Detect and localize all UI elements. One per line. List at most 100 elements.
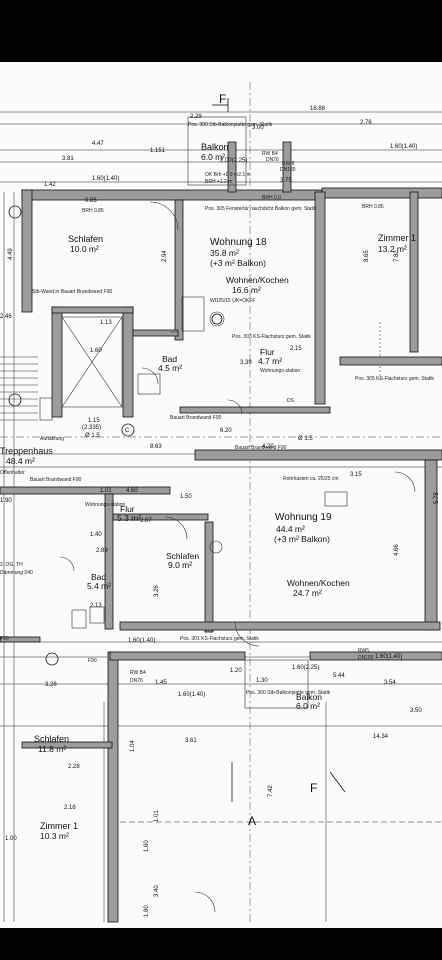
dimension: 4.49	[8, 248, 14, 260]
room-name: Bad	[162, 354, 177, 364]
annotation: BRH 0.85	[362, 204, 384, 210]
room-area: 6.0 m²	[296, 701, 320, 711]
annotation: BRH +1.2 m	[205, 179, 232, 185]
dimension: 7.42	[268, 785, 274, 797]
dimension: 1.15	[88, 418, 100, 424]
dimension: 2.00(2.25)	[220, 158, 247, 164]
dimension: 1.40	[90, 532, 102, 538]
section-mark-a: A	[248, 814, 256, 828]
dimension-labels: 16.88 4.47 1.151 2.29 3.00 2.76 1.60(1.4…	[0, 106, 440, 917]
wall-label: Auftaktung	[40, 436, 64, 442]
dimension: 1.01	[154, 810, 160, 822]
dimension: 3.39	[240, 360, 252, 366]
room-area: 9.0 m²	[168, 560, 192, 570]
dimension: 2.16	[64, 805, 76, 811]
dimension: 2.13	[90, 603, 102, 609]
room-area: 10.0 m²	[70, 244, 99, 254]
annotation: Pos. 303 KS-Flachsturz gem. Statik	[232, 334, 311, 340]
wall-label: DN100	[358, 655, 374, 661]
annotation: BRH 0.85	[82, 208, 104, 214]
room-area: 10.3 m²	[40, 831, 69, 841]
room-name: Schlafen	[68, 234, 103, 244]
dimension: 3.54	[384, 680, 396, 686]
room-name: Zimmer 1	[40, 821, 78, 831]
dimension: 4.60	[126, 488, 138, 494]
dimension: 8.63	[150, 444, 162, 450]
room-name: Balkon	[201, 142, 229, 152]
wall-label: DS	[287, 398, 295, 404]
annotation: Wohnungs-station	[260, 368, 300, 374]
section-mark-f: F	[219, 92, 226, 106]
room-name: Schlafen	[34, 734, 69, 744]
dimension: 5.44	[333, 673, 345, 679]
annotation: Wohnungs-station	[85, 502, 125, 508]
dimension: 1.80	[144, 905, 150, 917]
dimension: Ø 1.5	[85, 433, 100, 439]
annotation: 2. OG, TH	[0, 562, 23, 568]
dimension: 2.15	[290, 346, 302, 352]
dimension: 4.47	[92, 141, 104, 147]
dimension: 6.20	[220, 428, 232, 434]
dimension: 2.94	[162, 250, 168, 262]
wall-label: Offenhalter	[0, 470, 25, 476]
dimension: 0.85	[85, 198, 97, 204]
dimension: 2.46	[0, 314, 12, 320]
dimension: 4.20	[262, 444, 274, 450]
annotation: Pos. 305 KS-Flachsturz gem. Statik	[355, 376, 434, 382]
section-mark-c: C	[125, 428, 130, 434]
wall-labels: Bauart Brandwand F90 Bauart Brandwand F9…	[0, 151, 374, 684]
dimension: 1.20	[230, 668, 242, 674]
dimension: 1.60(1.40)	[390, 144, 417, 150]
annotation: Dämmung 040	[0, 570, 33, 576]
wall-label: RW 6	[282, 161, 295, 167]
dimension: 3.50	[410, 708, 422, 714]
dimension: 14.34	[373, 734, 389, 740]
room-area: 11.8 m²	[38, 744, 66, 754]
room-area: 24.7 m²	[293, 588, 322, 598]
dimension: 1.60(1.40)	[178, 692, 205, 698]
wall-label: Bauart Brandwand F90	[30, 477, 82, 483]
unit-area: 35.8 m²	[210, 248, 239, 258]
unit-area: 44.4 m²	[276, 524, 305, 534]
room-name: Flur	[120, 504, 135, 514]
dimension: 3.00	[252, 125, 264, 131]
unit-title: Wohnung 18	[210, 237, 267, 248]
room-name: Wohnen/Kochen	[287, 578, 350, 588]
room-name: Bad	[91, 572, 106, 582]
dimension: 1.42	[44, 182, 56, 188]
wall-label: DN76	[130, 678, 143, 684]
wall-label: Stb-Wand in Bauart Brandwand F90	[32, 289, 112, 295]
dimension: 1.151	[150, 148, 166, 154]
drawing-viewer[interactable]: Schlafen 10.0 m² Wohnung 18 35.8 m² (+3 …	[0, 62, 442, 928]
room-name: Schlafen	[166, 551, 199, 561]
dimension: 4.66	[394, 544, 400, 556]
wall-label: F90	[0, 636, 9, 642]
dimension: 7.82	[394, 250, 400, 262]
fixtures	[59, 116, 416, 913]
annotation: OK Brh +0.9 m2.1 m	[205, 172, 251, 178]
room-name: Wohnen/Kochen	[226, 275, 289, 285]
wall-label: RW B4	[130, 670, 146, 676]
annotation: Pos. 300 Stb-Balkonplatte gem. Statik	[246, 690, 331, 696]
dimension: 3.15	[350, 472, 362, 478]
annotation: Pos. 300 Stb-Balkonplatte gem. Statik	[188, 122, 273, 128]
dimension-lines	[0, 82, 442, 922]
section-markers	[8, 98, 346, 802]
room-name: Treppenhaus	[0, 446, 53, 456]
room-name: Balkon	[296, 692, 322, 702]
dimension: 1.30	[256, 678, 268, 684]
unit-balcony: (+3 m² Balkon)	[274, 534, 330, 544]
dimension: 3.61	[185, 738, 197, 744]
dimension: 1.13	[100, 320, 112, 326]
wall-label: RW5	[358, 648, 369, 654]
dimension: 1.90	[0, 498, 12, 504]
annotation: Pos. 305 Fenstertür rauchdicht Balkon ge…	[205, 206, 317, 212]
dimension: 5.78	[434, 492, 440, 504]
dimension: 3.81	[62, 156, 74, 162]
room-labels: Schlafen 10.0 m² Wohnung 18 35.8 m² (+3 …	[0, 142, 416, 841]
dimension: 3.75	[280, 178, 292, 184]
wall-label: DN76	[266, 157, 279, 163]
dimension: 1.01	[100, 488, 112, 494]
annotations: Pos. 305 Fenstertür rauchdicht Balkon ge…	[0, 122, 434, 696]
annotation: WD25/15 UK=OKFF	[210, 298, 255, 304]
